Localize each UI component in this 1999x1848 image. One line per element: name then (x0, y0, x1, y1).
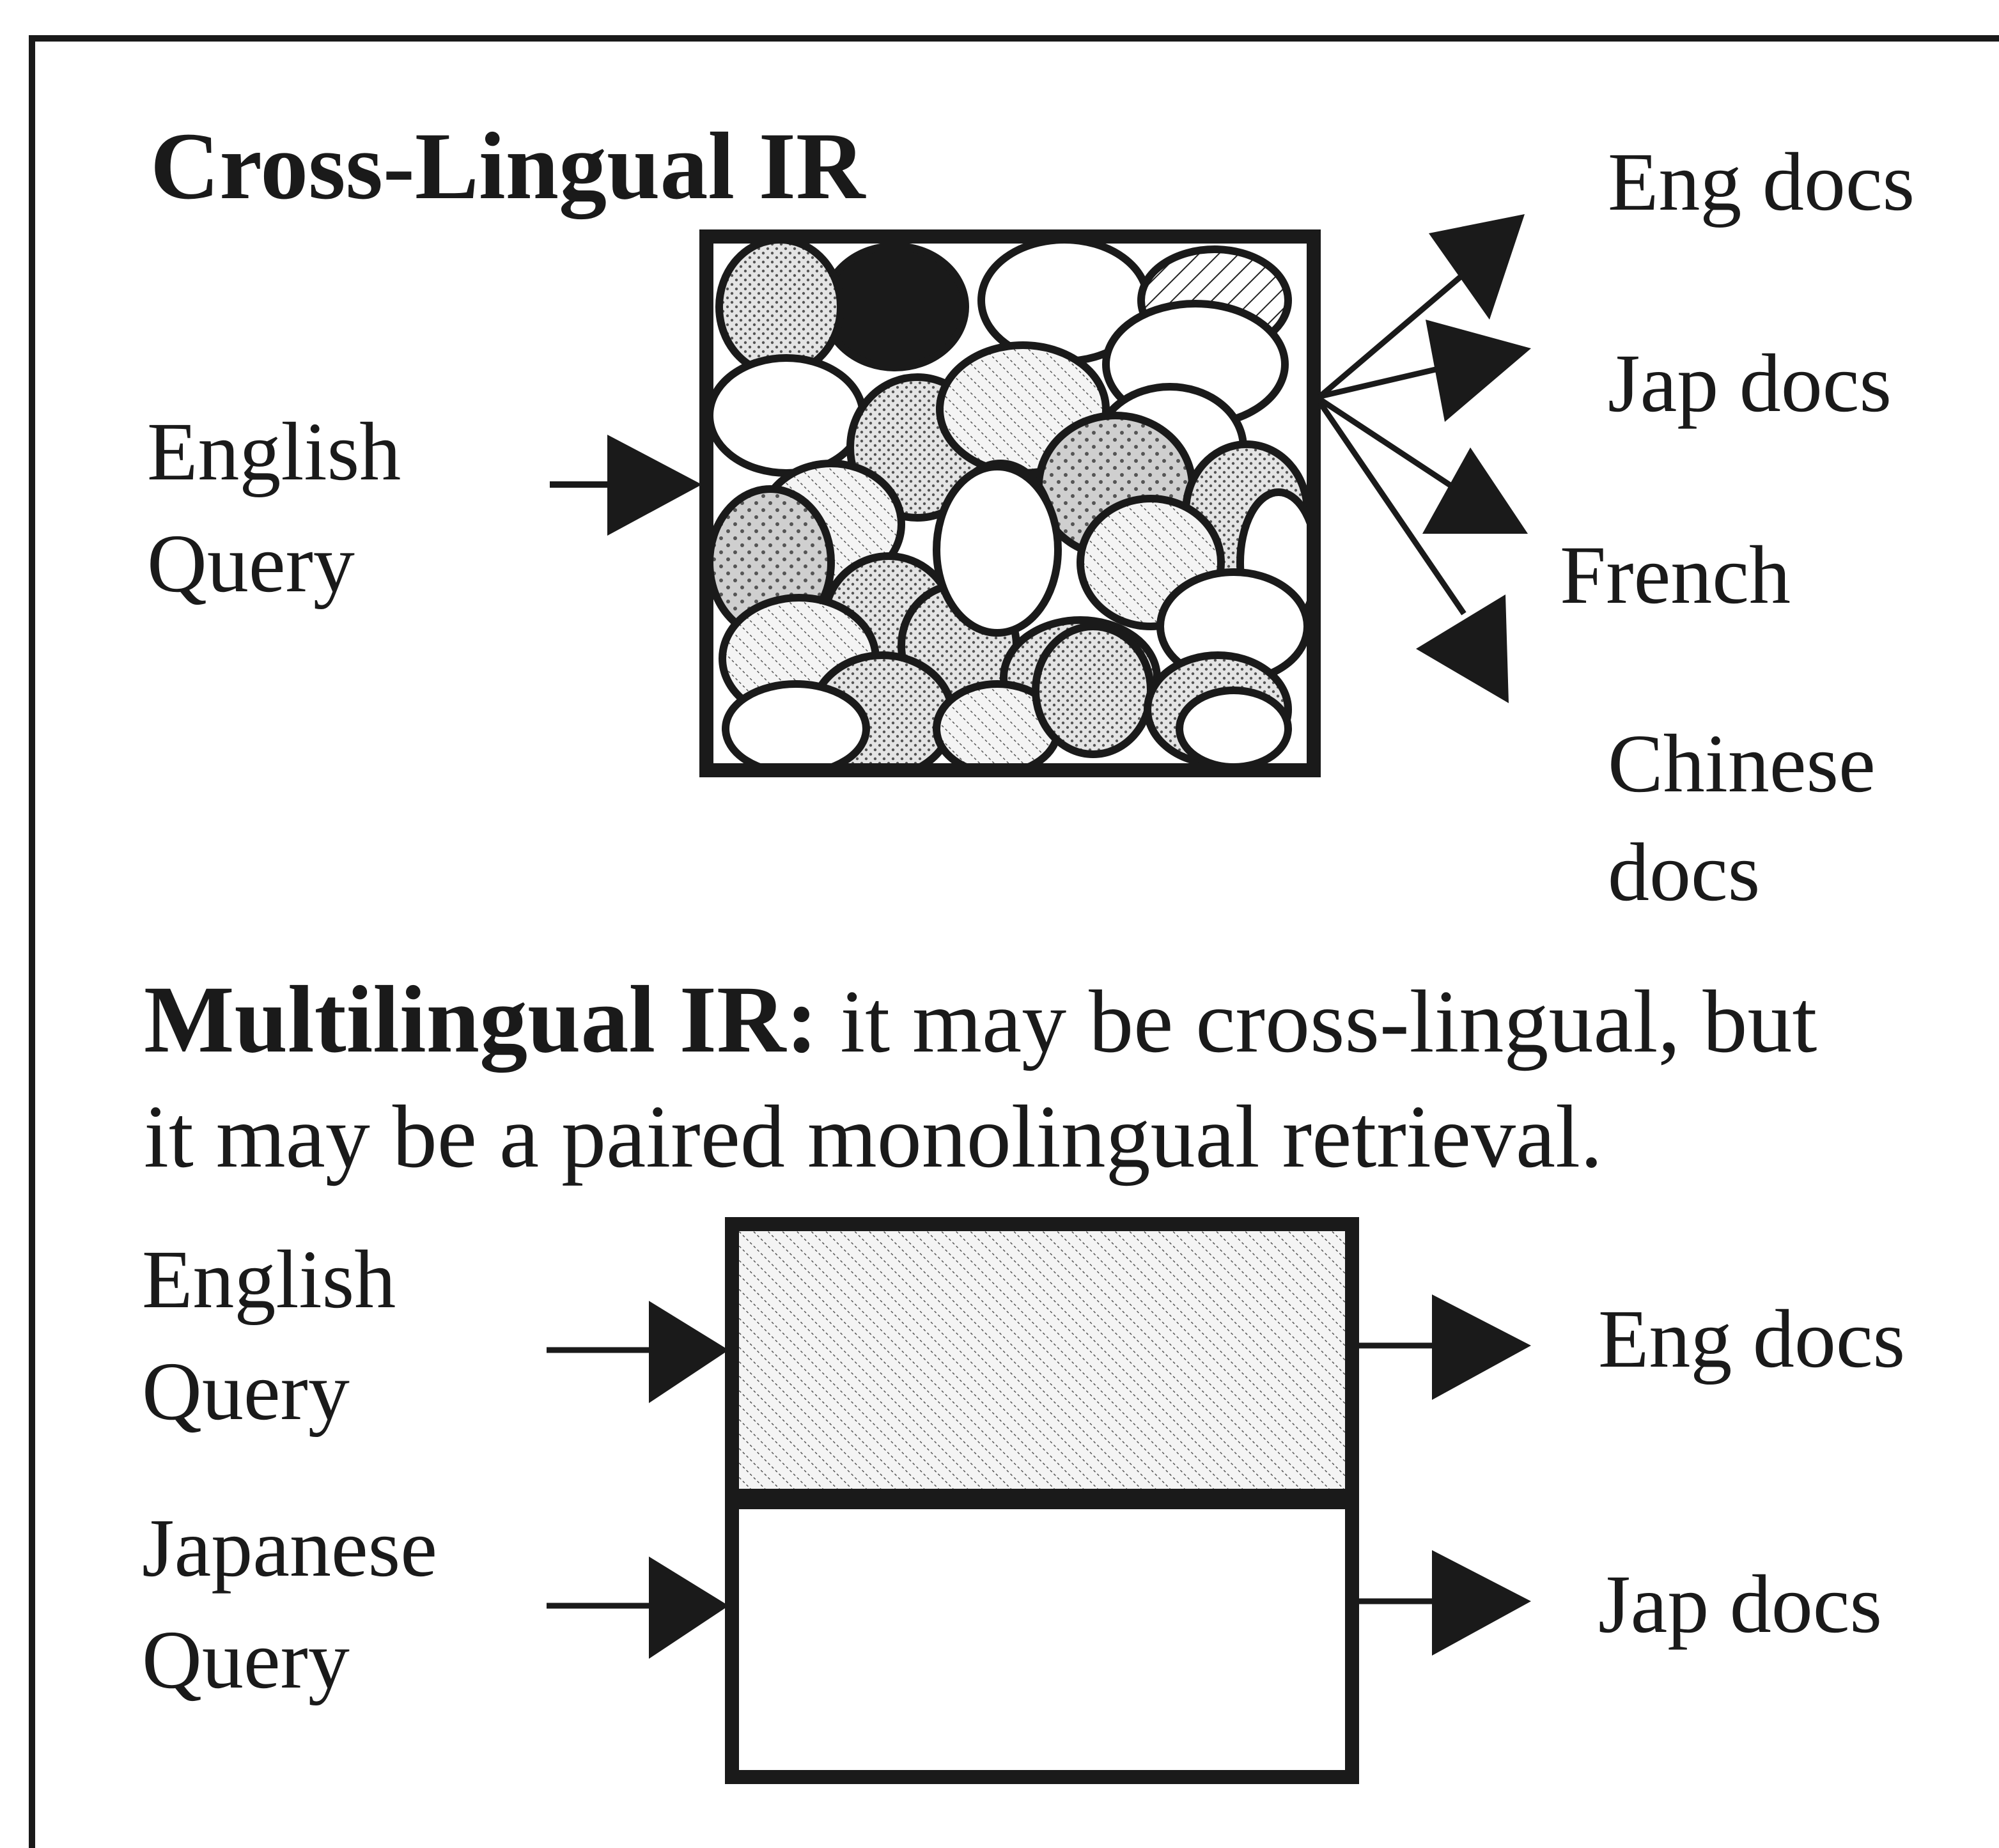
multilingual-jap-docs-label: Jap docs (1598, 1558, 1883, 1650)
multilingual-japanese-query-line1: Japanese (142, 1502, 437, 1594)
japanese-query-arrow (547, 1557, 729, 1659)
english-collection-box (725, 1217, 1359, 1503)
japanese-collection-box (725, 1495, 1359, 1784)
cross-lingual-output-arrows (1318, 214, 1531, 703)
cross-lingual-chinese-line1: Chinese (1608, 718, 1876, 810)
multilingual-japanese-query-label: Japanese Query (142, 1493, 437, 1716)
multilingual-english-query-line2: Query (142, 1346, 350, 1438)
cross-lingual-french-label: French (1560, 529, 1791, 621)
multilingual-english-query-label: English Query (142, 1224, 396, 1448)
cross-lingual-eng-docs-label: Eng docs (1608, 136, 1915, 228)
english-query-arrow (547, 1301, 729, 1403)
eng-docs-output-arrow (1358, 1294, 1531, 1400)
cross-lingual-title: Cross-Lingual IR (150, 113, 866, 219)
cross-lingual-query-line1: English (147, 406, 401, 498)
multilingual-description-text1: it may be cross-lingual, but (818, 972, 1817, 1071)
multilingual-japanese-query-line2: Query (142, 1614, 350, 1706)
cross-lingual-query-label: English Query (147, 396, 401, 620)
cross-lingual-chinese-line2: docs (1608, 827, 1761, 919)
multilingual-title: Multilingual IR: (144, 967, 818, 1073)
multilingual-english-query-line1: English (142, 1234, 396, 1326)
jap-docs-output-arrow (1358, 1550, 1531, 1656)
multilingual-description-line1: Multilingual IR: it may be cross-lingual… (144, 962, 1817, 1080)
cross-lingual-jap-docs-label: Jap docs (1608, 338, 1892, 430)
outer-frame (29, 35, 1999, 1848)
multilingual-description-line2: it may be a paired monolingual retrieval… (144, 1087, 1603, 1186)
cross-lingual-query-line2: Query (147, 518, 355, 610)
cross-lingual-collection-box (699, 229, 1321, 777)
document-ellipses (710, 240, 1311, 767)
multilingual-description: Multilingual IR: it may be cross-lingual… (144, 962, 1817, 1195)
multilingual-eng-docs-label: Eng docs (1598, 1293, 1906, 1385)
cross-lingual-input-arrow (550, 435, 702, 536)
